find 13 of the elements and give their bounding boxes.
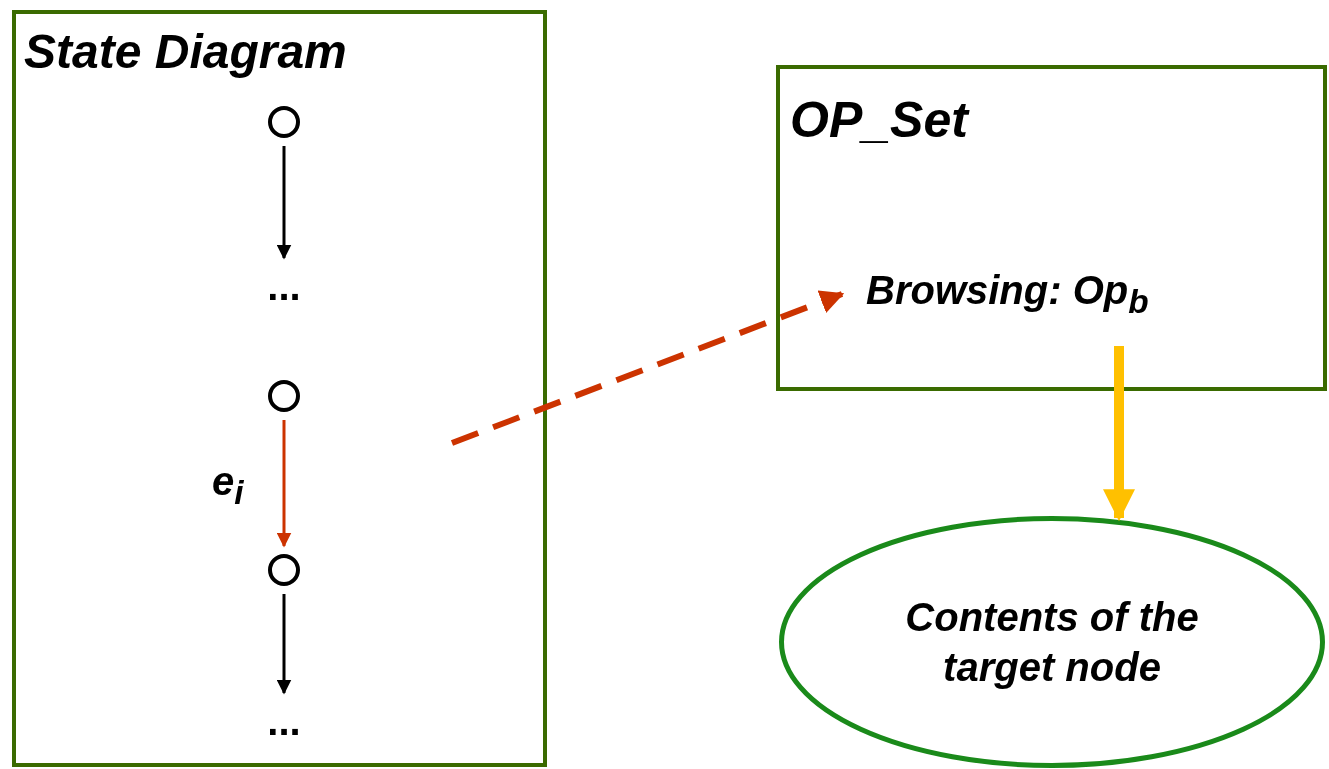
ellipsis-text: ... (267, 263, 301, 310)
state-diagram-panel (12, 10, 547, 767)
node-label: Contents of the target node (904, 594, 1200, 691)
panel-heading: OP_Set (790, 95, 968, 145)
arrow (276, 594, 292, 695)
arrow (276, 420, 292, 548)
arrow (450, 290, 845, 446)
operation-text: Browsing: Op$_{b}$ (866, 267, 1149, 323)
arrow (276, 146, 292, 260)
arrow (1103, 346, 1135, 522)
panel-heading: State Diagram (24, 28, 347, 76)
op-set-panel (776, 65, 1327, 391)
ellipsis-text: ... (267, 698, 301, 745)
